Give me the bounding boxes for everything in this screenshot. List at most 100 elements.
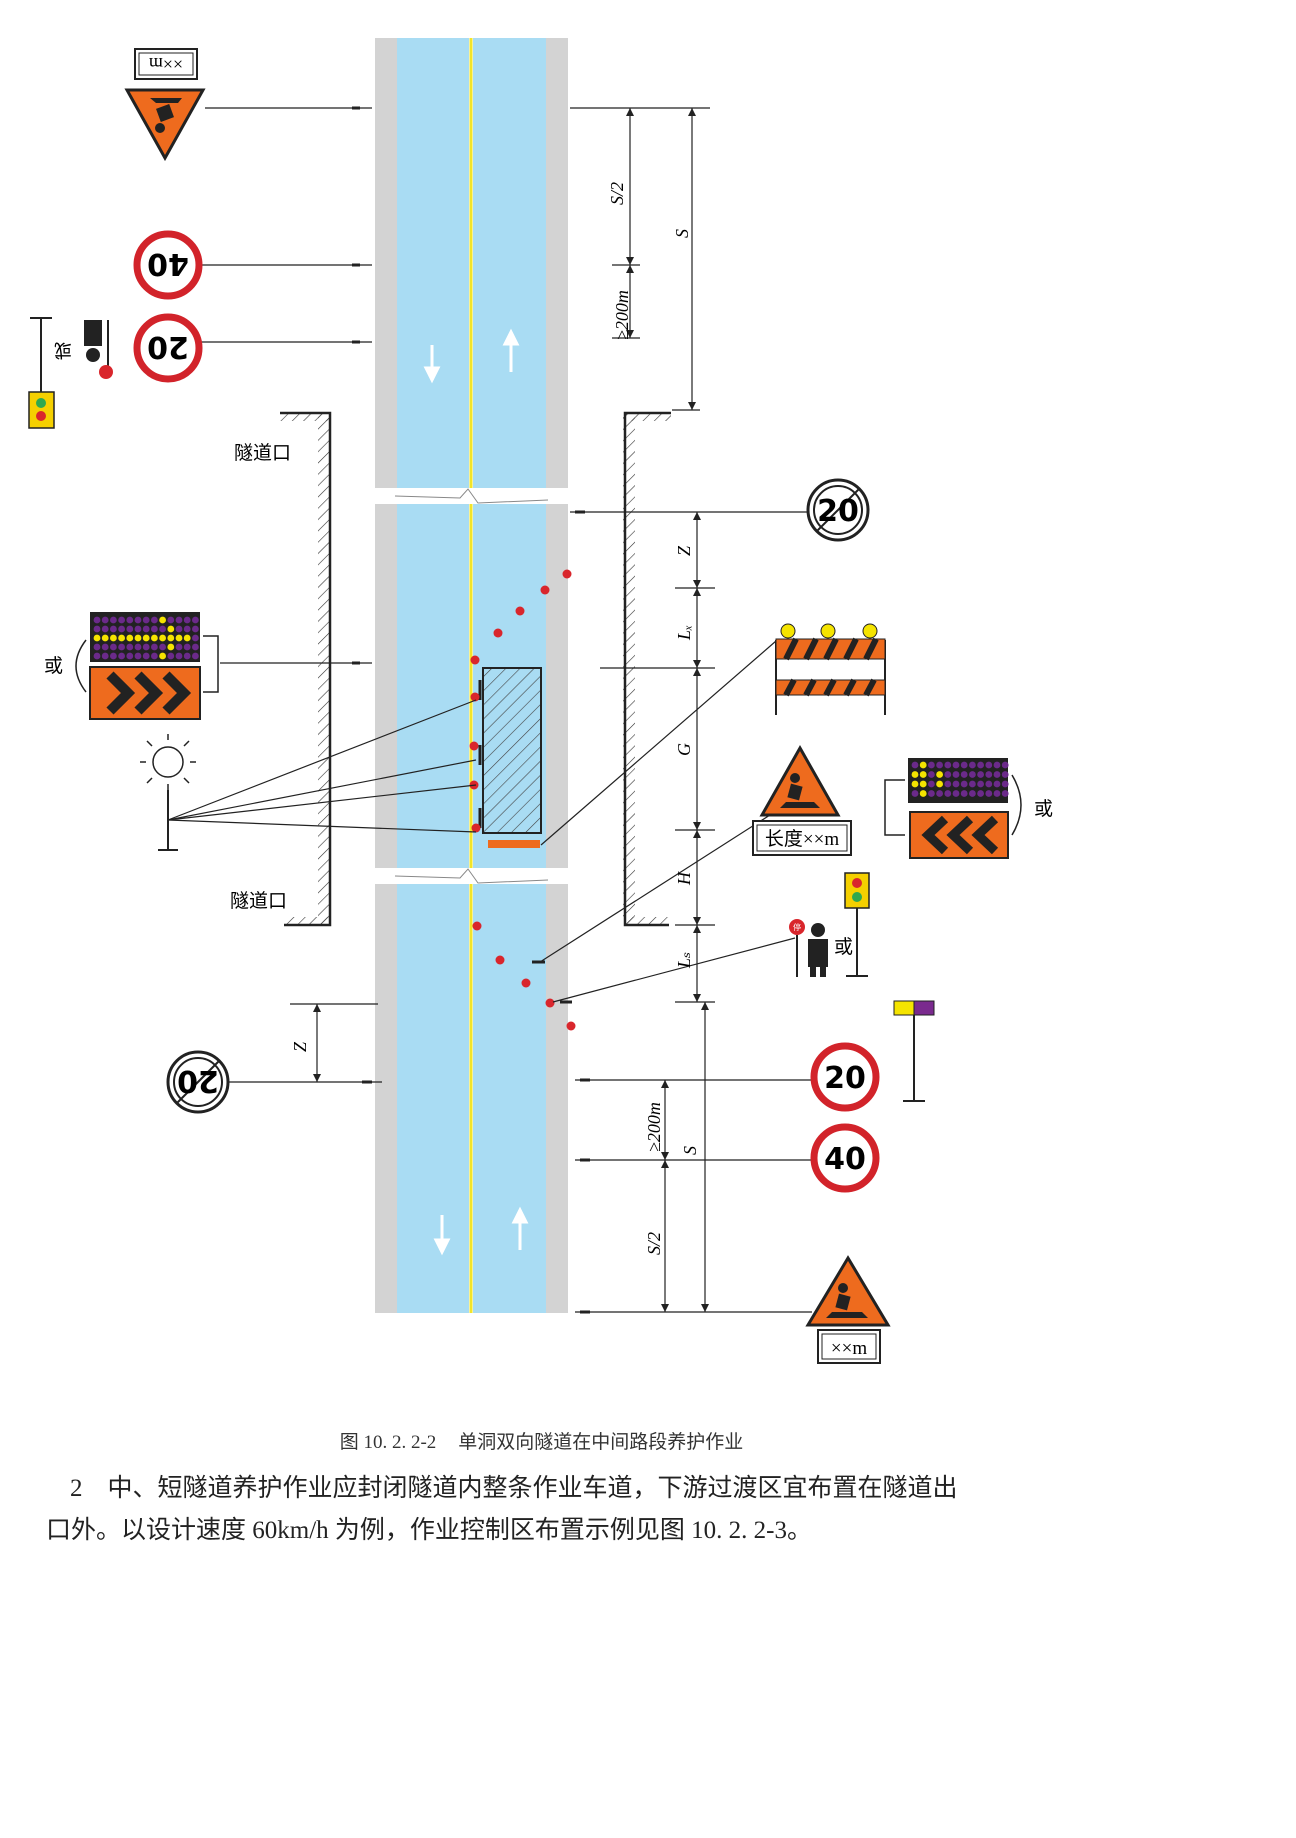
led-dot <box>928 790 935 797</box>
led-dot <box>175 616 183 624</box>
figure-caption: 图 10. 2. 2-2 单洞双向隧道在中间路段养护作业 <box>0 1427 1105 1454</box>
led-dot <box>928 771 935 778</box>
arrow-down-icon <box>433 1215 451 1256</box>
dim-label-z: Z <box>290 1041 310 1052</box>
led-dot <box>985 780 993 788</box>
led-dot <box>969 771 976 778</box>
barrier-strip <box>488 840 540 848</box>
led-dot <box>936 761 943 769</box>
cone <box>540 585 550 595</box>
led-dot <box>985 761 993 769</box>
led-dot <box>960 761 968 769</box>
paragraph-line: 2 中、短隧道养护作业应封闭隧道内整条作业车道，下游过渡区宜布置在隧道出 <box>70 1475 958 1502</box>
paragraph-line: 口外。以设计速度 60km/h 为例，作业控制区布置示例见图 10. 2. 2-… <box>46 1517 812 1544</box>
or-label: 或 <box>834 936 853 958</box>
arrow-up-icon <box>502 328 520 372</box>
speed-limit-sign-20-end: 20 <box>806 478 870 542</box>
led-dots <box>911 761 1009 797</box>
led-dot <box>911 771 919 778</box>
led-dot <box>993 761 1001 769</box>
led-dot <box>977 771 984 778</box>
led-dot <box>969 780 976 788</box>
led-dot <box>192 634 199 642</box>
led-dot <box>93 625 101 633</box>
led-dot <box>175 643 183 651</box>
cone <box>566 1021 576 1031</box>
svg-text:40: 40 <box>824 1142 866 1177</box>
led-dot <box>142 634 150 642</box>
led-dot <box>1001 761 1009 769</box>
flagger-icon <box>789 919 828 977</box>
led-dot <box>101 625 109 633</box>
dim-label-ls: Lₛ <box>674 952 694 969</box>
signal-light-icon <box>36 411 46 421</box>
led-dot <box>101 643 109 651</box>
led-dot <box>126 643 134 651</box>
or-label: 或 <box>1034 798 1053 820</box>
figure-number: 图 10. 2. 2-2 <box>339 1432 437 1453</box>
led-dot <box>960 771 968 778</box>
body-paragraph: 2 中、短隧道养护作业应封闭隧道内整条作业车道，下游过渡区宜布置在隧道出 口外。… <box>46 1468 1086 1552</box>
lane-left <box>397 38 469 1313</box>
led-dot <box>175 634 183 642</box>
led-dot <box>167 616 175 624</box>
dim-label-200m: ≥200m <box>644 1102 664 1152</box>
led-dot <box>110 652 117 660</box>
worker-icon <box>780 773 820 808</box>
led-dot <box>183 643 191 651</box>
speed-limit-sign-20: 20 <box>133 313 203 383</box>
led-dot <box>183 625 191 633</box>
led-dot <box>969 761 976 769</box>
speed-limit-sign-40: 40 <box>133 230 203 300</box>
led-dot <box>944 771 952 778</box>
svg-text:××m: ××m <box>149 54 183 74</box>
led-dots <box>93 616 199 660</box>
signal-light-icon <box>852 878 862 888</box>
svg-text:20: 20 <box>147 329 189 364</box>
worker-icon <box>826 1283 868 1318</box>
cone <box>495 955 505 965</box>
figure-title: 单洞双向隧道在中间路段养护作业 <box>458 1432 744 1453</box>
cone <box>471 823 481 833</box>
led-dot <box>142 625 150 633</box>
stop-paddle-text: 停 <box>793 922 801 932</box>
signal-light-icon <box>36 398 46 408</box>
flagger-icon <box>84 320 113 379</box>
led-dot <box>911 761 919 769</box>
led-dot <box>952 771 960 778</box>
tunnel-portal-label: 隧道口 <box>234 442 291 464</box>
led-dot <box>101 616 109 624</box>
led-dot <box>110 616 117 624</box>
break-upper-squiggle <box>394 488 549 504</box>
led-dot <box>911 780 919 788</box>
arrow-up-icon <box>511 1206 529 1250</box>
work-area <box>482 667 542 834</box>
led-dot <box>134 643 142 651</box>
led-dot <box>1001 780 1009 788</box>
led-dot <box>183 616 191 624</box>
road <box>370 38 575 1313</box>
dim-label-h: H <box>674 871 694 886</box>
cone <box>515 606 525 616</box>
led-dot <box>159 625 167 633</box>
led-dot <box>167 643 175 651</box>
speed-limit-sign-20-end-upside-down: 20 <box>166 1050 230 1114</box>
led-dot <box>151 643 158 651</box>
bracket <box>1011 774 1022 836</box>
led-dot <box>936 771 943 778</box>
led-dot <box>126 625 134 633</box>
led-dot <box>118 634 125 642</box>
led-dot <box>936 780 943 788</box>
led-dot <box>183 652 191 660</box>
warning-light-icon <box>862 623 878 639</box>
shoulder-right <box>546 38 568 1313</box>
led-dot <box>151 616 158 624</box>
road-barrier <box>775 623 886 715</box>
led-dot <box>159 634 167 642</box>
led-dot <box>944 780 952 788</box>
speed-limit-sign-20: 20 <box>810 1042 880 1112</box>
dim-label-lx: Lₓ <box>674 625 694 641</box>
led-dot <box>93 634 101 642</box>
construction-warning-sign <box>759 744 841 817</box>
led-dot <box>118 652 125 660</box>
